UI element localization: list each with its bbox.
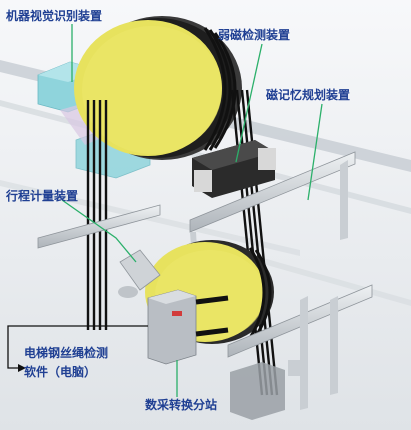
label-software-line2: 软件（电脑） [24, 365, 97, 379]
leader-magnetic-memory [307, 103, 323, 201]
label-collection-station: 数采转换分站 [145, 398, 218, 412]
traction-sheave-top [74, 16, 242, 160]
data-collection-station [147, 289, 229, 365]
magnetic-memory-device [230, 360, 308, 420]
weak-magnetic-detector [192, 140, 276, 198]
travel-metering-device [118, 249, 161, 298]
label-travel-metering: 行程计量装置 [6, 189, 79, 203]
label-magnetic-memory: 磁记忆规划装置 [266, 88, 351, 102]
leader-software-arrow [18, 364, 26, 372]
label-weak-magnetic: 弱磁检测装置 [218, 28, 291, 42]
lower-cross-rail [227, 284, 373, 410]
leader-lines [61, 24, 323, 397]
leader-weak-magnetic [235, 43, 263, 163]
label-software-line1: 电梯钢丝绳检测 [24, 346, 109, 360]
label-machine-vision: 机器视觉识别装置 [6, 9, 103, 23]
leader-travel-metering [61, 199, 137, 263]
leader-software [7, 325, 148, 369]
